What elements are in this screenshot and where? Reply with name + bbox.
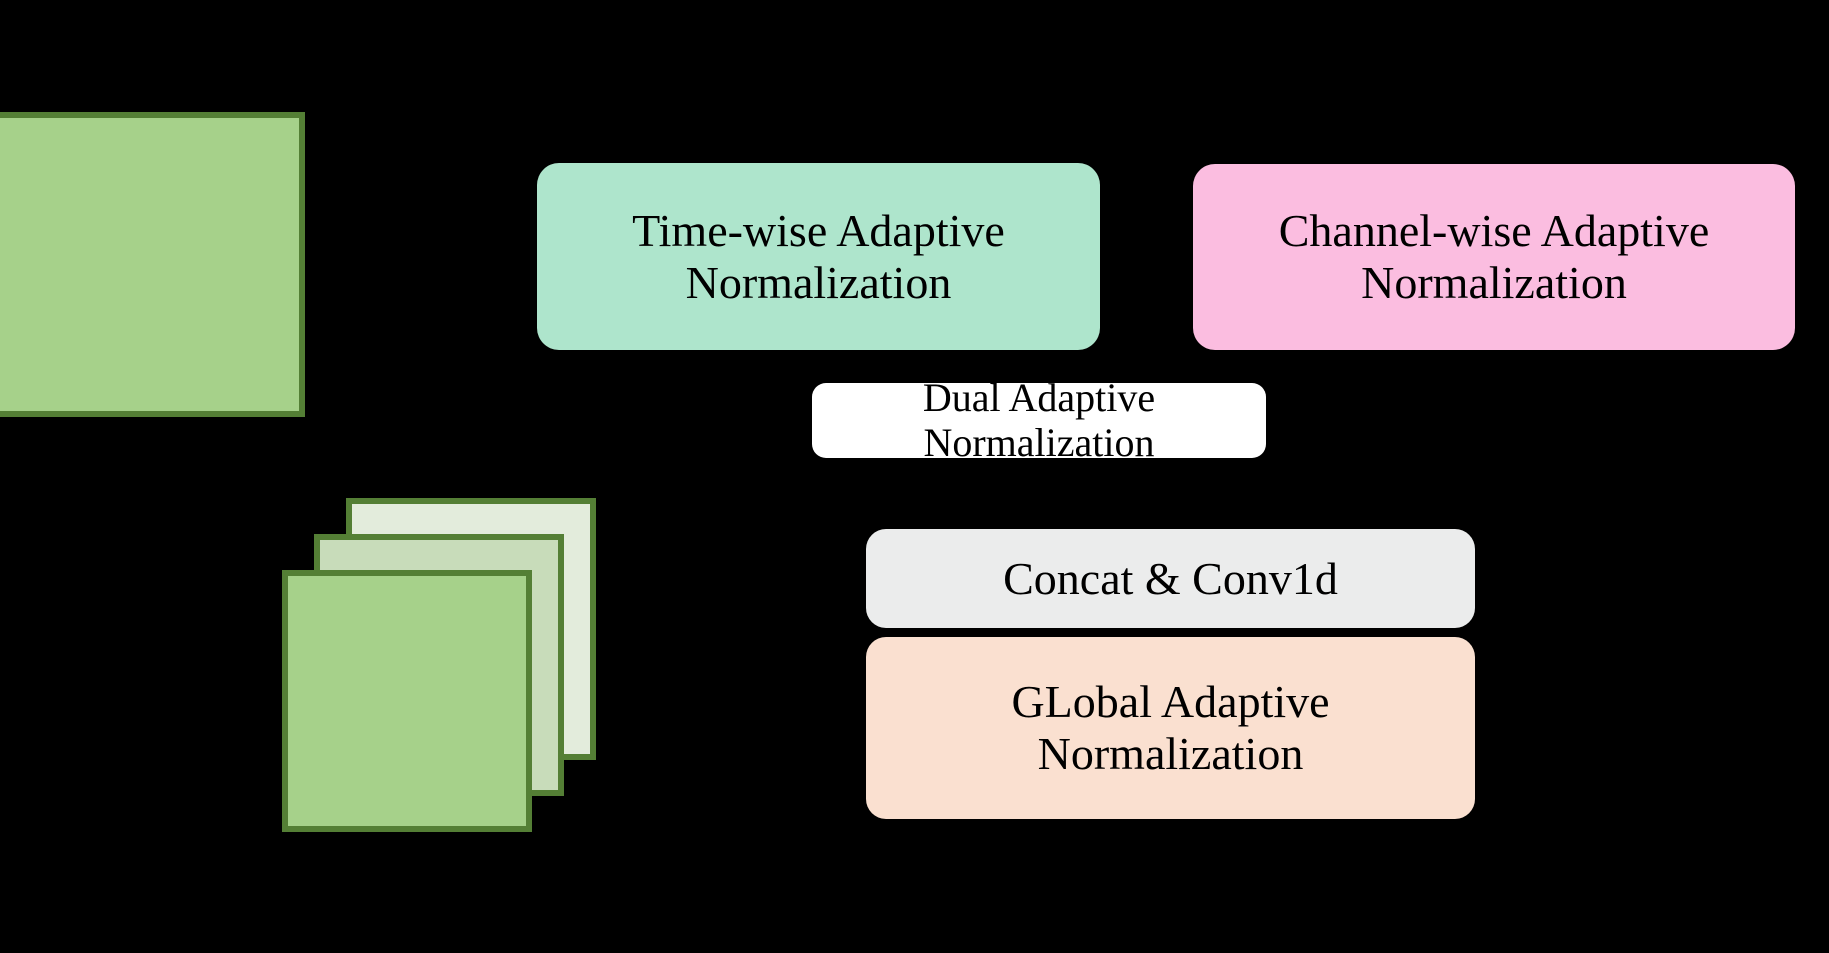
block-time-wise-adaptive-normalization[interactable]: Time-wise Adaptive Normalization <box>537 163 1100 350</box>
block-channel-wise-adaptive-normalization[interactable]: Channel-wise Adaptive Normalization <box>1193 164 1795 350</box>
tensor-block-stack <box>246 498 596 878</box>
block-global-adaptive-normalization[interactable]: GLobal Adaptive Normalization <box>866 637 1475 819</box>
tensor-block-single <box>0 112 305 417</box>
tensor-layer-front <box>282 570 532 832</box>
block-dual-adaptive-normalization[interactable]: Dual Adaptive Normalization <box>812 375 1266 464</box>
block-concat-conv1d[interactable]: Concat & Conv1d <box>866 529 1475 628</box>
